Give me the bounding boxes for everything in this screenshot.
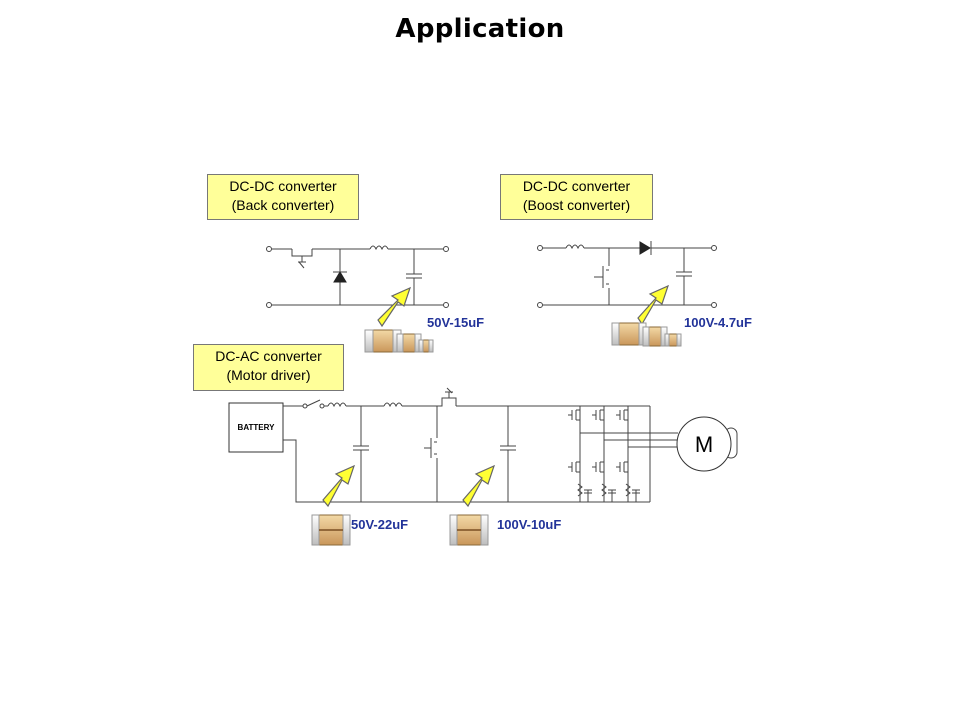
motor-arrow-a [322, 464, 355, 508]
boost-label-line1: DC-DC converter [522, 178, 631, 194]
motor-driver-circuit [228, 387, 738, 503]
motor-capacitor-chip-a [311, 514, 351, 546]
boost-label-line2: (Boost converter) [522, 197, 631, 213]
buck-label-line1: DC-DC converter [229, 178, 337, 194]
buck-capacitor-chips [364, 329, 434, 353]
buck-arrow [377, 286, 411, 328]
motor-label-line2: (Motor driver) [226, 367, 311, 383]
battery-text: BATTERY [238, 423, 276, 432]
motor-cap-a-value: 50V-22uF [351, 517, 409, 532]
motor-driver-label: DC-AC converter (Motor driver) [193, 344, 344, 391]
boost-circuit [537, 241, 717, 308]
buck-label-line2: (Back converter) [231, 197, 335, 213]
boost-arrow [637, 284, 669, 326]
motor-symbol-text: M [695, 432, 713, 457]
motor-label-line1: DC-AC converter [215, 348, 322, 364]
motor-cap-b-value: 100V-10uF [497, 517, 562, 532]
boost-converter-label: DC-DC converter (Boost converter) [500, 174, 653, 220]
buck-converter-label: DC-DC converter (Back converter) [207, 174, 359, 220]
buck-cap-value: 50V-15uF [427, 315, 485, 330]
page-title: Application [395, 14, 565, 44]
motor-arrow-b [462, 464, 495, 508]
motor-capacitor-chip-b [449, 514, 489, 546]
boost-capacitor-chips [611, 322, 682, 347]
boost-cap-value: 100V-4.7uF [684, 315, 752, 330]
buck-circuit [266, 245, 449, 308]
